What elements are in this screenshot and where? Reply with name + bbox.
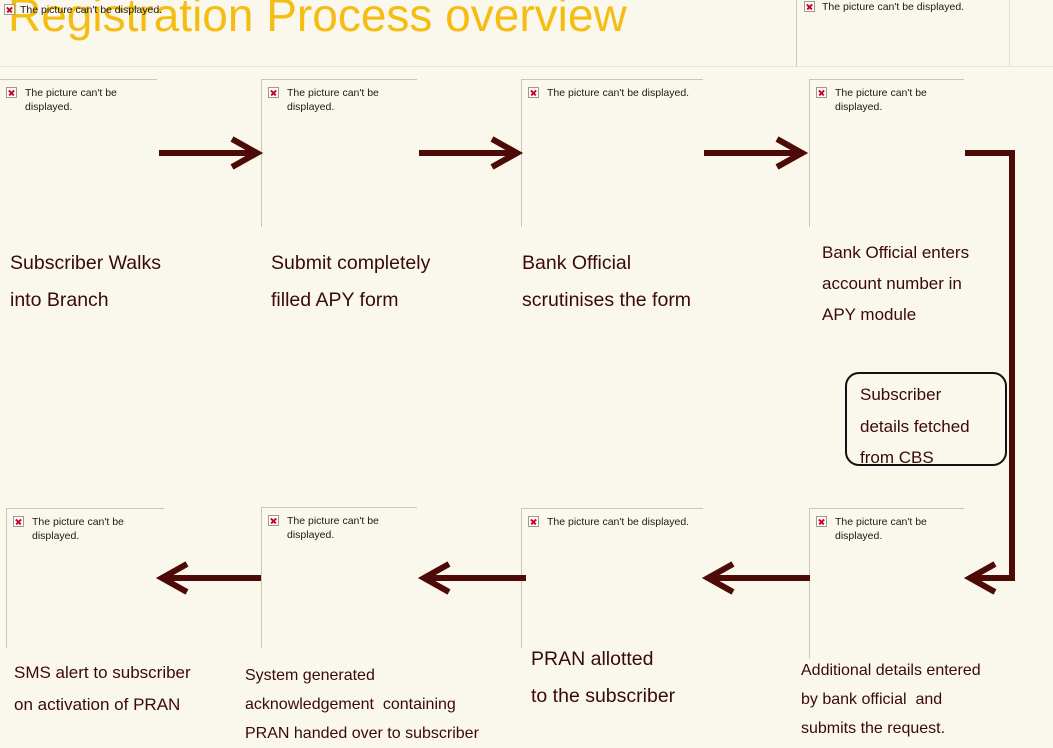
step-image-sms-alert: The picture can't be displayed. [6,508,164,648]
step-label-enter-account: Bank Official enters account number in A… [822,237,969,330]
broken-image-message: The picture can't be [287,87,379,99]
broken-image-icon [13,516,24,527]
arrow-left-2 [417,561,526,595]
step-image-enter-account: The picture can't be displayed. [809,79,964,227]
step-label-line: account number in [822,274,962,293]
step-label-line: scrutinises the form [522,289,692,311]
step-label-submit-form: Submit completely filled APY form [271,245,430,319]
step-label-line: Subscriber Walks [10,252,161,274]
arrow-connector-down [963,150,1015,595]
header-corner-divider [1009,0,1010,66]
broken-image-icon [804,1,815,12]
step-label-line: on activation of PRAN [14,695,181,714]
step-label-line: PRAN allotted [531,648,654,670]
step-label-acknowledgement: System generated acknowledgement contain… [245,661,479,748]
broken-image-message: The picture can't be [25,87,117,99]
broken-image-message: The picture can't be displayed. [547,87,690,99]
broken-image-message: displayed. [32,530,80,542]
broken-image-message: The picture can't be [287,515,379,527]
step-image-scrutinise: The picture can't be displayed. [521,79,703,227]
step-image-walk-in: The picture can't be displayed. [0,79,157,227]
step-label-walk-in: Subscriber Walks into Branch [10,245,161,319]
header-corner-divider [796,0,797,66]
step-label-line: Bank Official enters [822,243,970,262]
step-image-acknowledgement: The picture can't be displayed. [261,507,417,648]
broken-image-message: The picture can't be displayed. [822,1,965,13]
callout-line: from CBS [860,448,934,467]
step-label-line: submits the request. [801,720,946,737]
step-label-line: Submit completely [271,252,431,274]
step-label-line: filled APY form [271,289,399,311]
callout-line: details fetched [860,416,970,436]
step-label-pran-allotted: PRAN allotted to the subscriber [531,641,675,715]
broken-image-message: displayed. [835,101,883,113]
step-image-additional-details: The picture can't be displayed. [809,508,964,658]
broken-image-icon [268,87,279,98]
broken-image-icon [6,87,17,98]
step-label-scrutinise: Bank Official scrutinises the form [522,245,691,319]
arrow-right-2 [419,136,524,170]
broken-image-message: displayed. [25,101,73,113]
broken-image-message: The picture can't be displayed. [547,516,690,528]
step-label-line: acknowledgement containing [245,696,456,713]
callout-cbs-fetch: Subscriber details fetched from CBS [845,372,1007,467]
step-label-line: to the subscriber [531,685,676,707]
step-label-line: APY module [822,305,917,324]
step-label-line: by bank official and [801,691,943,708]
broken-image-title: The picture can't be displayed. [4,3,174,23]
step-label-line: Bank Official [522,252,632,274]
broken-image-icon [816,87,827,98]
broken-image-icon [528,516,539,527]
broken-image-message: displayed. [287,529,335,541]
step-label-sms-alert: SMS alert to subscriber on activation of… [14,657,191,721]
broken-image-corner: The picture can't be displayed. [797,0,1009,65]
broken-image-message: The picture can't be [32,516,124,528]
step-label-line: SMS alert to subscriber [14,663,191,682]
arrow-right-3 [704,136,809,170]
step-label-line: Additional details entered [801,662,981,679]
step-label-line: into Branch [10,289,109,311]
broken-image-icon [4,4,15,15]
step-label-line: PRAN handed over to subscriber [245,725,479,742]
broken-image-message: displayed. [835,530,883,542]
header-divider [0,66,1053,67]
broken-image-icon [268,515,279,526]
broken-image-message: The picture can't be [835,516,927,528]
callout-line: Subscriber [860,385,942,404]
arrow-right-1 [159,136,264,170]
broken-image-message: displayed. [287,101,335,113]
step-label-additional-details: Additional details entered by bank offic… [801,656,981,743]
broken-image-icon [528,87,539,98]
arrow-left-1 [701,561,810,595]
arrow-left-3 [155,561,261,595]
broken-image-message: The picture can't be [835,87,927,99]
broken-image-icon [816,516,827,527]
page-title: Registration Process overview [8,0,627,41]
step-label-line: System generated [245,667,375,684]
broken-image-message: The picture can't be displayed. [20,4,163,16]
